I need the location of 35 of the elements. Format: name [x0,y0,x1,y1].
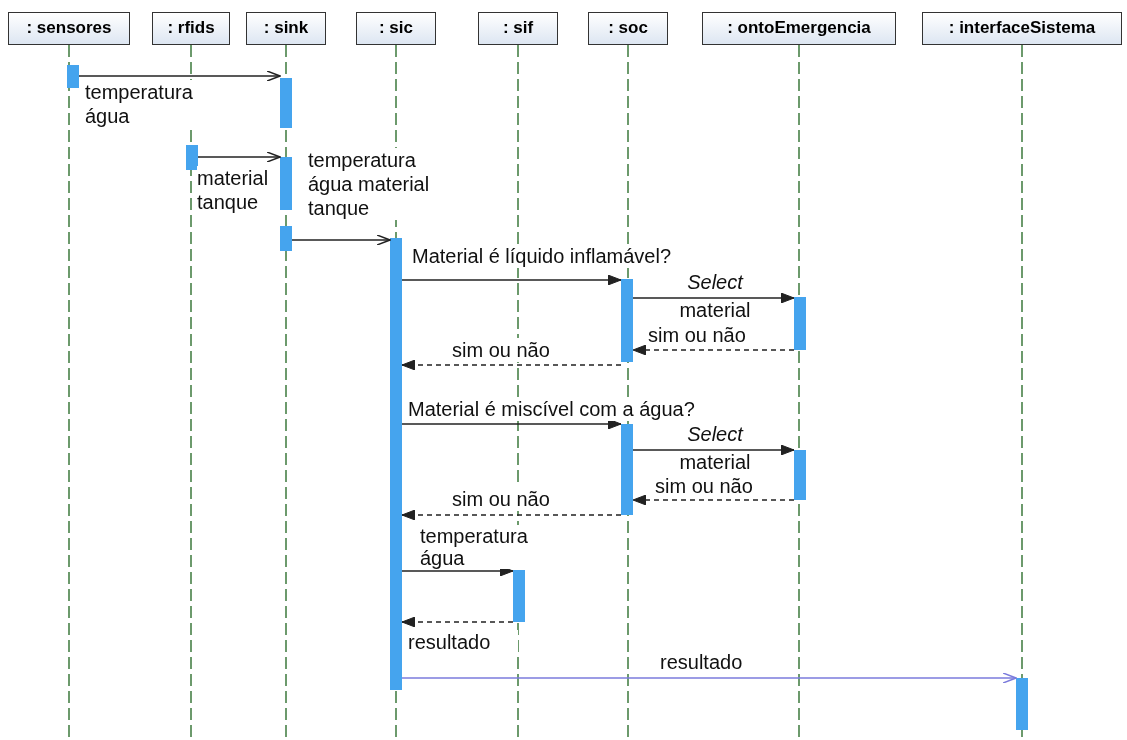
message-label: Select material [678,422,752,475]
message-arrow [401,274,622,286]
lifeline-header: : sic [356,12,436,45]
activation-bar [1016,678,1028,730]
lifeline-header: : sensores [8,12,130,45]
message-arrow [291,234,391,246]
lifeline-header: : rfids [152,12,230,45]
activation-bar [67,65,79,88]
activation-bar [513,570,525,622]
activation-bar [280,226,292,251]
activation-bar [621,279,633,362]
return-arrow [632,344,795,356]
lifeline-header: : ontoEmergencia [702,12,896,45]
message-label: Select material [678,270,752,323]
return-arrow [401,616,514,628]
lifeline-header: : soc [588,12,668,45]
return-arrow [632,494,795,506]
activation-bar [390,238,402,690]
activation-bar [280,157,292,210]
activation-bar [186,145,198,170]
message-arrow [401,672,1017,684]
activation-bar [621,424,633,515]
activation-bar [794,297,806,350]
message-arrow [632,444,795,456]
return-arrow [401,509,622,521]
lifeline-header: : interfaceSistema [922,12,1122,45]
lifeline-header: : sif [478,12,558,45]
message-arrow [78,70,281,82]
activation-bar [794,450,806,500]
message-label: resultado [408,630,518,654]
message-arrow [632,292,795,304]
lifeline-header: : sink [246,12,326,45]
message-arrow [197,151,281,163]
activation-bar [280,78,292,128]
return-arrow [401,359,622,371]
